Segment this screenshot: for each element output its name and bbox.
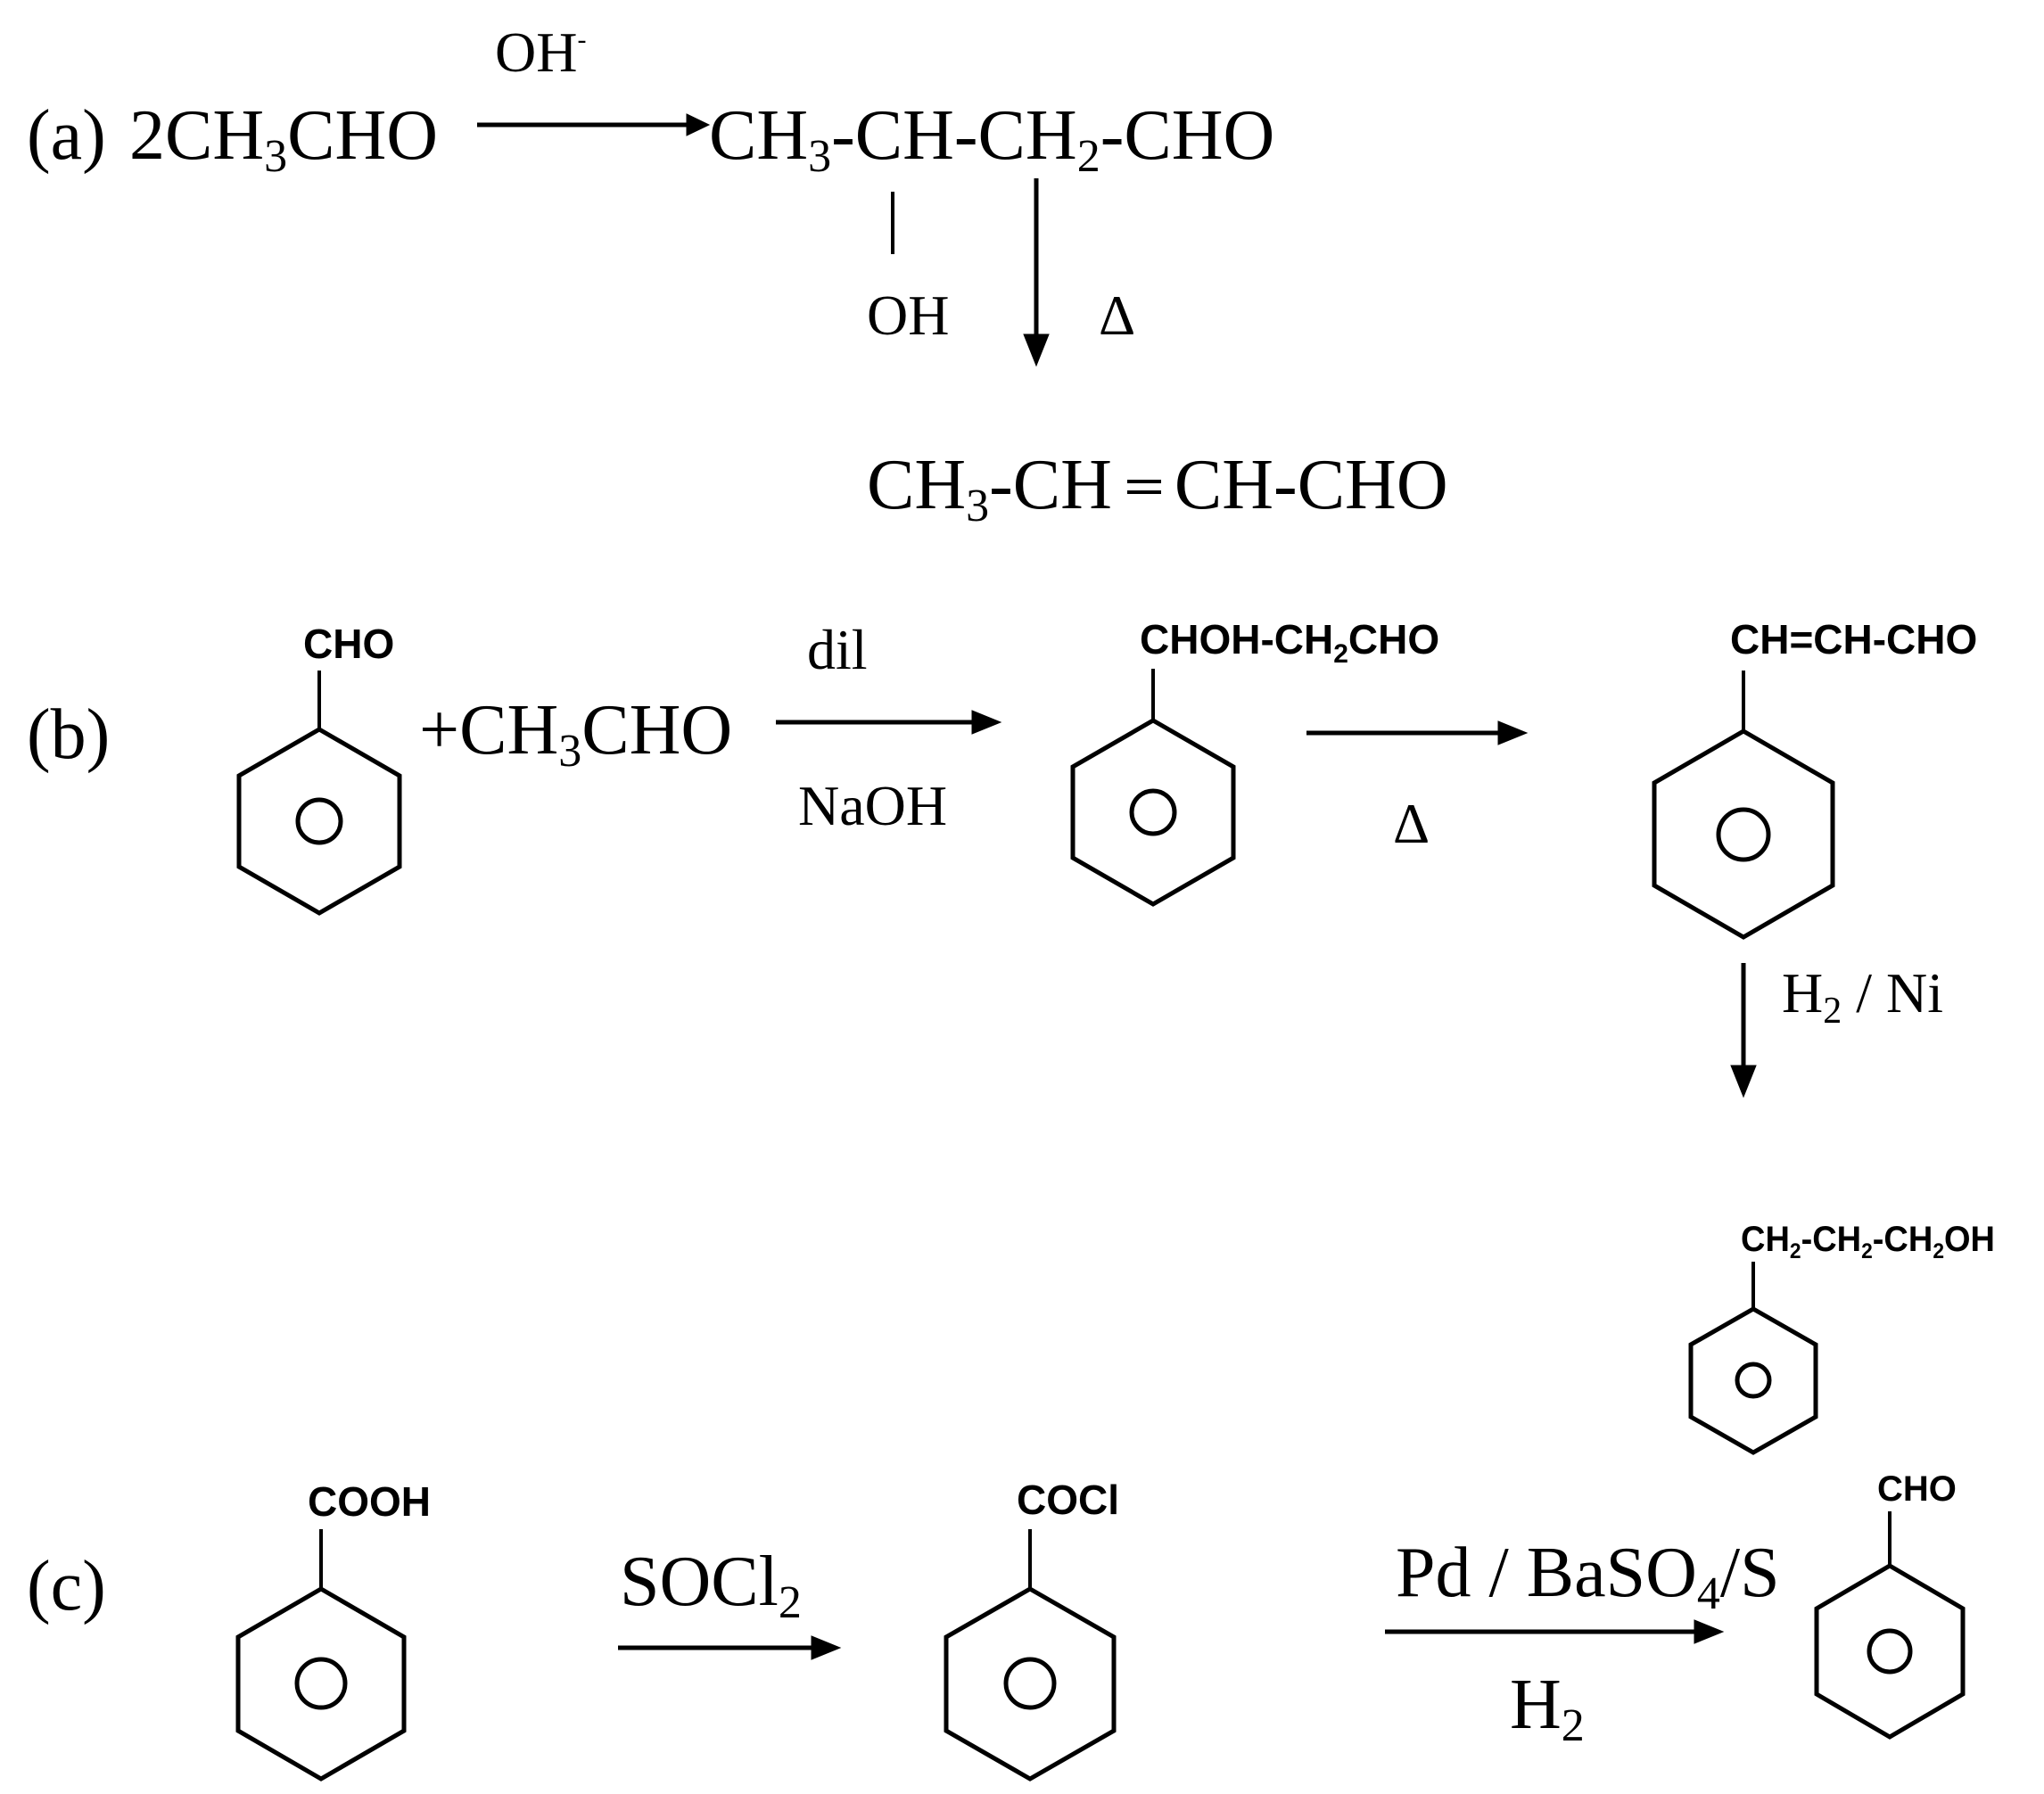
phenylpropanol: CH2-CH2-CH2OH <box>1688 1220 1995 1455</box>
phenylpropanol-group: CH2-CH2-CH2OH <box>1741 1220 1995 1263</box>
reagent-socl2: SOCl2 <box>620 1543 802 1628</box>
reagent-dil: dil <box>807 618 868 681</box>
reactant-acetaldehyde-b: +CH3CHO <box>419 691 732 777</box>
aromatic-circle <box>295 797 343 845</box>
reactant-acetaldehyde: 2CH3CHO <box>129 96 438 182</box>
benzaldehyde: CHO <box>236 621 402 916</box>
oh-branch: OH <box>867 284 949 347</box>
reaction-a: (a) 2CH3CHO OH- CH3-CH-CH2-CHO OH Δ CH3-… <box>27 21 1448 531</box>
aromatic-circle <box>1129 788 1177 836</box>
reagent-hydroxide: OH- <box>495 21 586 84</box>
benzoyl-chloride: COCl <box>944 1477 1119 1782</box>
benzene-ring-icon <box>235 1586 407 1782</box>
aldol-product: CHOH-CH2CHO <box>1070 616 1439 907</box>
arrow-b3-head <box>1730 1065 1757 1099</box>
label-c: (c) <box>27 1547 106 1625</box>
benzene-ring-icon <box>1070 718 1236 907</box>
benzene-ring-icon <box>1652 728 1835 940</box>
arrow-c2-head <box>1694 1619 1725 1644</box>
label-a: (a) <box>27 96 106 175</box>
label-b: (b) <box>27 695 110 774</box>
arrow-a1-head <box>686 113 711 136</box>
benzene-ring-icon <box>236 727 402 916</box>
aromatic-circle <box>1867 1628 1913 1675</box>
cinnamaldehyde: CH=CH-CHO <box>1652 616 1977 940</box>
aromatic-circle <box>1735 1362 1772 1399</box>
benzene-ring-icon <box>1814 1563 1966 1740</box>
reaction-b: (b) CHO +CH3CHO dil NaOH CHOH-CH2CHO Δ C… <box>27 616 1995 1455</box>
chloride-group: COCl <box>1017 1477 1119 1523</box>
reagent-h2-ni: H2 / Ni <box>1782 961 1943 1032</box>
reagent-h2: H2 <box>1510 1666 1585 1751</box>
reagent-naoh: NaOH <box>798 774 947 837</box>
arrow-b1-head <box>971 710 1002 735</box>
arrow-c1-head <box>811 1635 842 1660</box>
cinnamaldehyde-group: CH=CH-CHO <box>1730 616 1977 662</box>
aromatic-circle <box>294 1657 348 1710</box>
product-aldol: CH3-CH-CH2-CHO <box>709 96 1274 182</box>
arrow-a2-head <box>1023 333 1050 367</box>
benzaldehyde-product: CHO <box>1814 1469 1966 1740</box>
heat-b: Δ <box>1393 792 1430 855</box>
benzene-ring-icon <box>1688 1306 1818 1455</box>
acid-group: COOH <box>308 1478 431 1525</box>
heat-a: Δ <box>1099 284 1135 347</box>
reaction-c: (c) COOH SOCl2 COCl Pd / BaSO4/S H2 CHO <box>27 1469 1966 1782</box>
reagent-rosenmund: Pd / BaSO4/S <box>1396 1534 1780 1619</box>
product-group: CHO <box>1877 1469 1957 1509</box>
benzene-ring-icon <box>944 1586 1117 1782</box>
aromatic-circle <box>1716 807 1771 862</box>
benzaldehyde-group: CHO <box>303 621 394 667</box>
aromatic-circle <box>1003 1657 1057 1710</box>
arrow-b2-head <box>1497 720 1529 745</box>
benzoic-acid: COOH <box>235 1478 431 1782</box>
aldol-group: CHOH-CH2CHO <box>1140 616 1439 669</box>
